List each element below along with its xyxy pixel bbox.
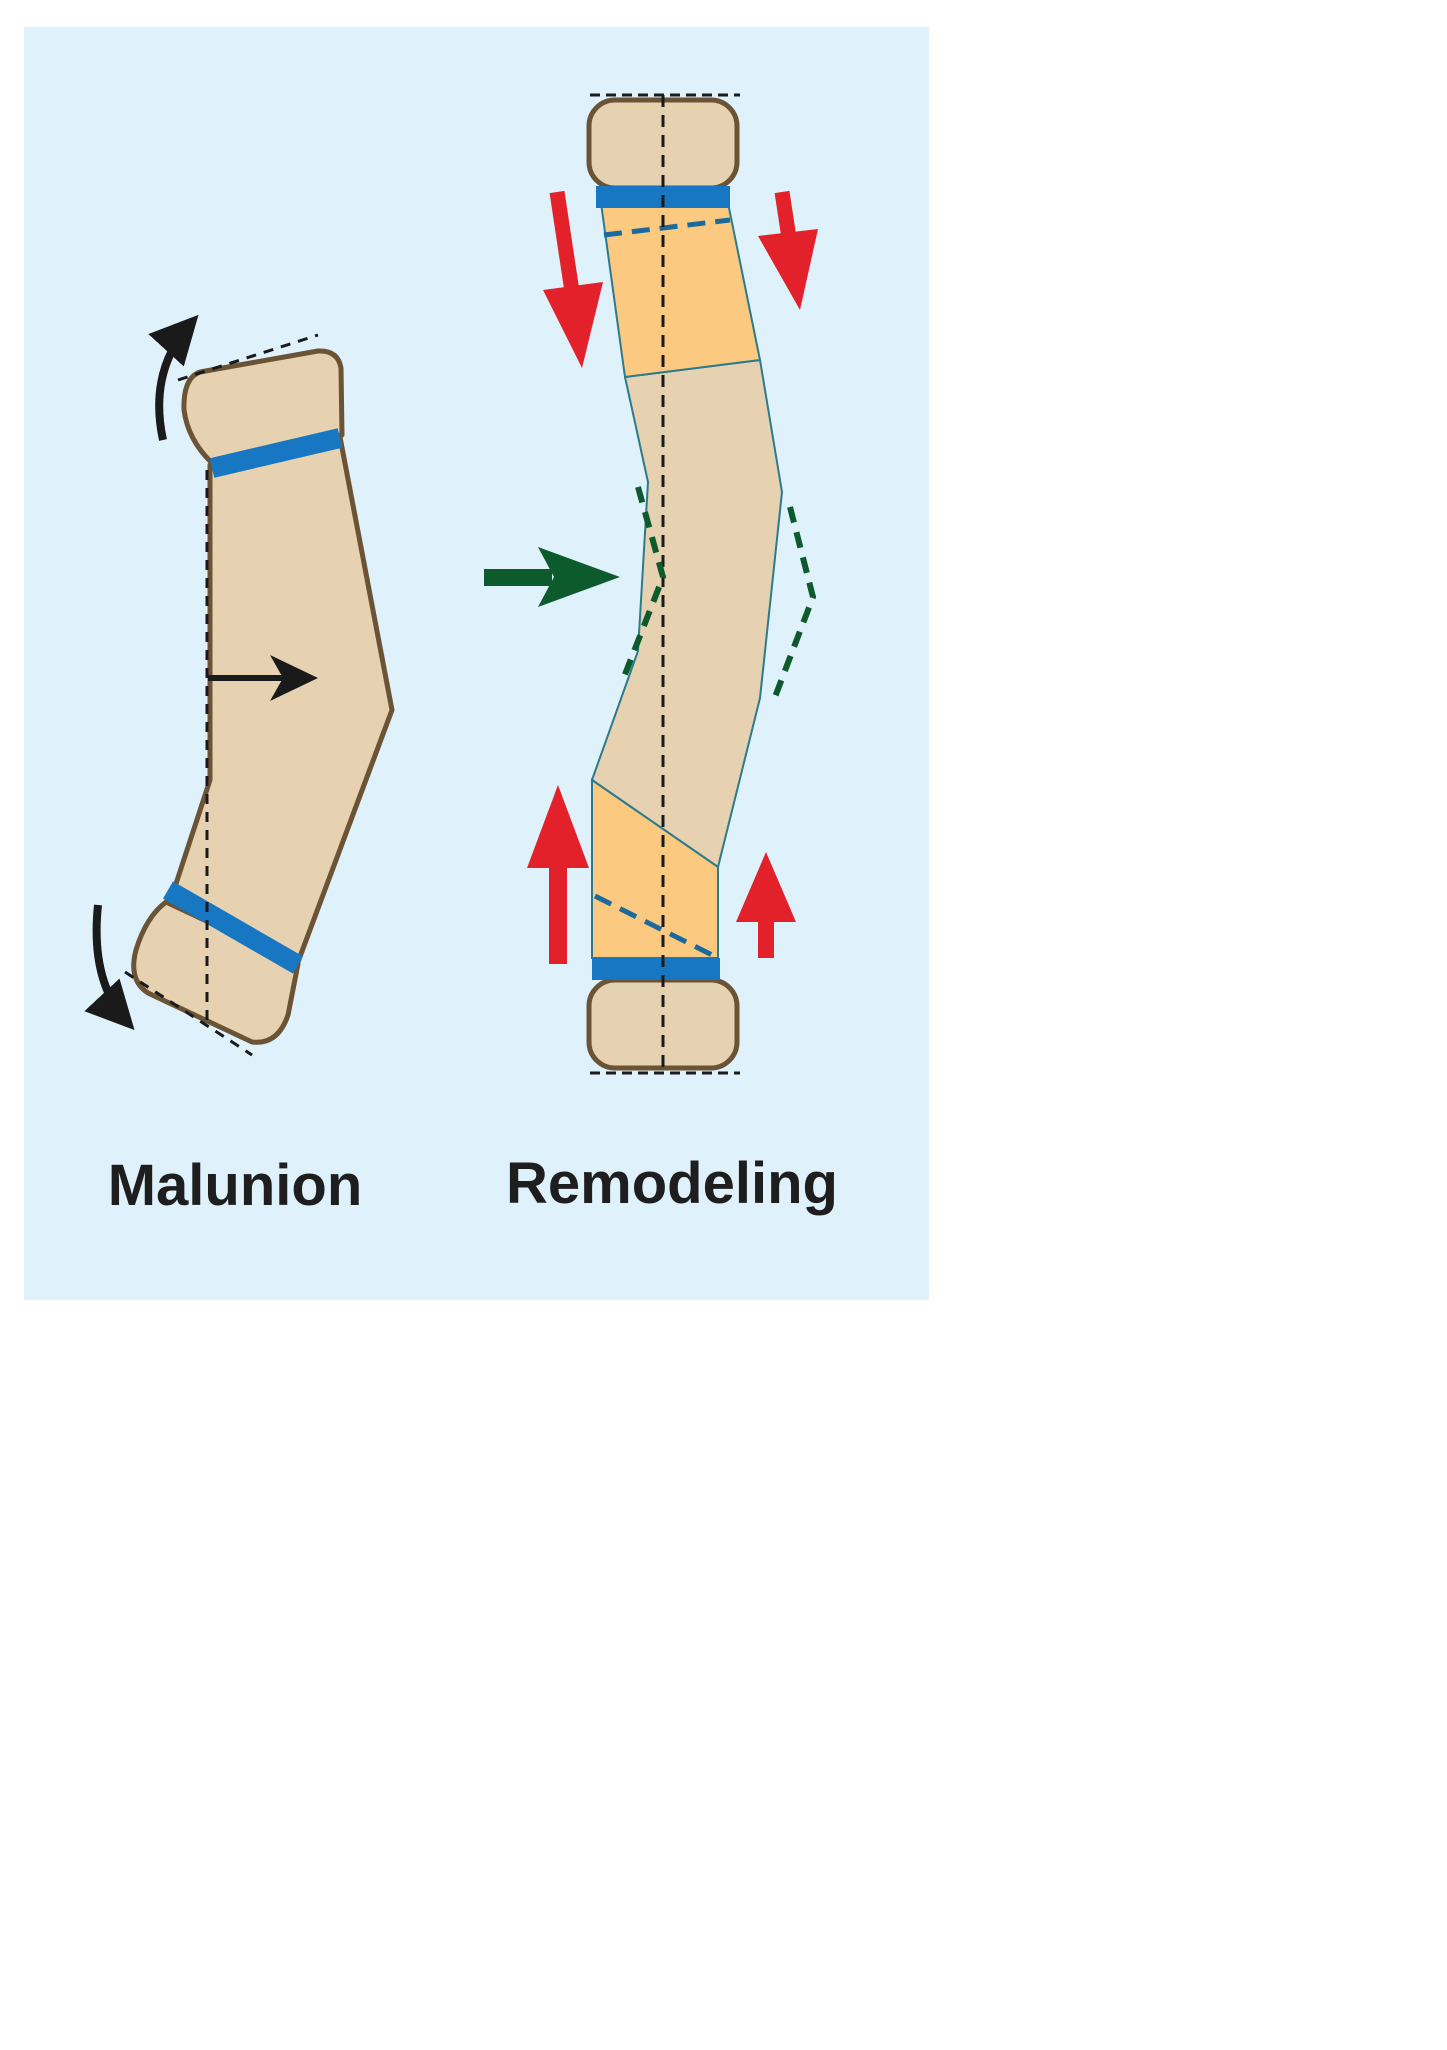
- malunion-bottom-growth-plate: [163, 881, 303, 974]
- remodeling-top-dashed-physis-line: [603, 217, 731, 238]
- remodeling-bone: [586, 93, 817, 1075]
- malunion-top-growth-plate: [209, 428, 343, 478]
- remodeling-left-original-contour: [619, 486, 667, 684]
- correction-arrow: [484, 547, 620, 607]
- malunion-bottom-tilt-line: [124, 970, 253, 1057]
- remodeling-bottom-dashed-physis-line: [593, 893, 718, 960]
- correction-arrow-shaft: [484, 569, 552, 586]
- malunion-top-rotation-arrow: [148, 314, 199, 441]
- pressure-arrowhead-top-left: [543, 282, 603, 368]
- pressure-arrowhead-bottom-right: [736, 852, 796, 922]
- malunion-bottom-rotation-arrow: [84, 904, 135, 1031]
- remodeling-bottom-growth-plate: [592, 958, 720, 980]
- malunion-top-epiphysis: [181, 348, 345, 466]
- pressure-arrow-bottom-left: [549, 842, 567, 964]
- malunion-bone: [84, 314, 395, 1057]
- remodeling-right-original-contour: [772, 506, 817, 699]
- malunion-top-tilt-line: [177, 333, 319, 382]
- pressure-arrowhead-top-right: [758, 229, 818, 310]
- correction-arrowhead: [538, 547, 620, 607]
- malunion-bottom-epiphysis: [131, 899, 301, 1045]
- malunion-angulation-arrowhead: [270, 655, 318, 701]
- label-remodeling: Remodeling: [506, 1151, 838, 1216]
- pressure-arrowhead-bottom-left: [527, 785, 589, 868]
- label-malunion: Malunion: [108, 1153, 363, 1218]
- pressure-arrows: [527, 190, 818, 964]
